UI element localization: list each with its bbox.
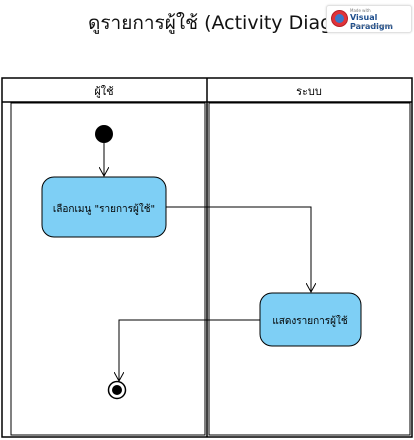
watermark-brand: Visual Paradigm xyxy=(350,13,393,31)
diagram-title: ดูรายการผู้ใช้ (Activity Diagr xyxy=(88,12,341,34)
visual-paradigm-watermark: Made with Visual Paradigm For non-commer… xyxy=(326,5,412,33)
flow-display-to-final xyxy=(119,319,260,381)
lane-user-label: ผู้ใช้ xyxy=(94,85,113,98)
action-display-users-label: แสดงรายการผู้ใช้ xyxy=(272,315,348,327)
action-select-menu-label: เลือกเมนู "รายการผู้ใช้" xyxy=(53,203,155,215)
lane-system-body xyxy=(208,102,411,436)
initial-node xyxy=(95,125,113,143)
watermark-tagline: For non-commercial use xyxy=(350,24,393,28)
visual-paradigm-logo-icon xyxy=(331,10,348,27)
lane-system-label: ระบบ xyxy=(296,85,322,98)
lane-user-body xyxy=(10,102,206,436)
watermark-made-with: Made with xyxy=(350,8,371,13)
flow-select-to-display xyxy=(166,206,311,292)
final-node-core xyxy=(112,385,122,395)
